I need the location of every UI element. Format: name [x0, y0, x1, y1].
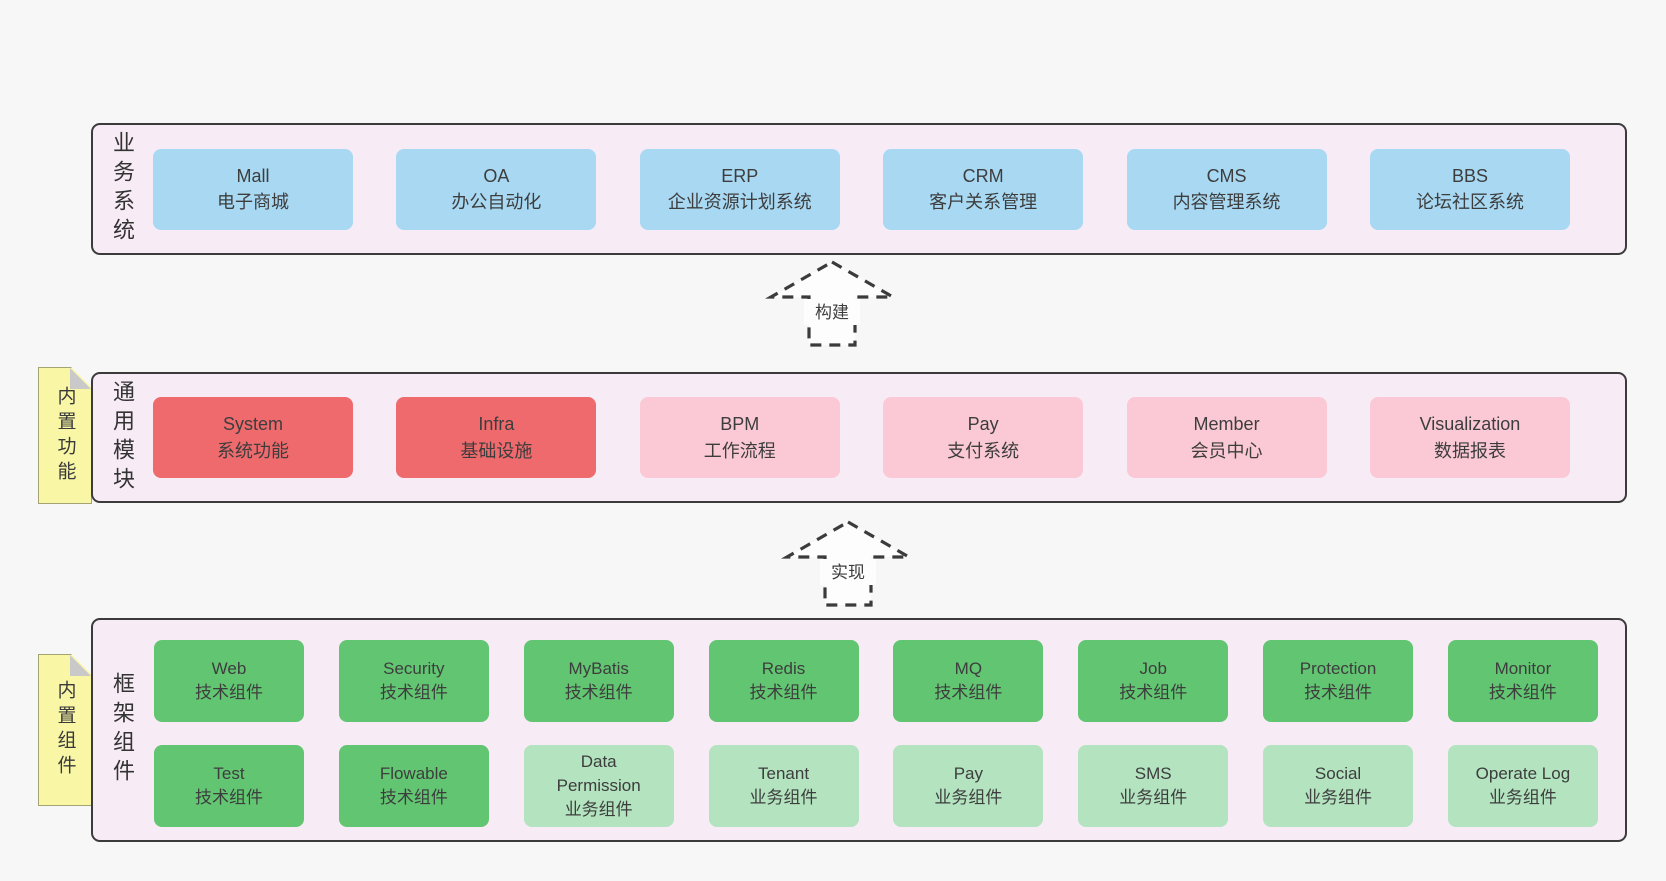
arrow-implement-icon: 实现 [780, 520, 916, 607]
folded-corner-icon [70, 655, 91, 676]
box-pay-component: Pay 业务组件 [893, 745, 1044, 827]
box-oa: OA 办公自动化 [396, 148, 597, 230]
business-boxes-row: Mall 电子商城 OA 办公自动化 ERP 企业资源计划系统 CRM 客户关系… [151, 125, 1625, 253]
box-sms: SMS 业务组件 [1078, 745, 1229, 827]
box-member: Member 会员中心 [1126, 397, 1327, 478]
sticky-note-text: 内置组件 [54, 680, 76, 780]
box-social: Social 业务组件 [1263, 745, 1414, 827]
box-mall: Mall 电子商城 [153, 148, 353, 230]
layer-framework-components: 框架组件 Web 技术组件 Security 技术组件 MyBatis 技术组件… [91, 618, 1627, 842]
sticky-note-builtin-components: 内置组件 [38, 654, 92, 806]
box-cms: CMS 内容管理系统 [1126, 148, 1327, 230]
box-test: Test 技术组件 [154, 745, 304, 827]
folded-corner-icon [70, 368, 91, 389]
box-mybatis: MyBatis 技术组件 [523, 640, 674, 722]
box-data-permission: Data Permission 业务组件 [523, 745, 674, 827]
box-tenant: Tenant 业务组件 [708, 745, 859, 827]
box-monitor: Monitor 技术组件 [1447, 640, 1598, 722]
box-visualization: Visualization 数据报表 [1369, 397, 1570, 478]
layer-label-business: 业务系统 [110, 131, 135, 247]
box-infra: Infra 基础设施 [396, 397, 597, 478]
sticky-note-builtin-features: 内置功能 [38, 367, 92, 504]
box-system: System 系统功能 [153, 397, 353, 478]
box-bpm: BPM 工作流程 [639, 397, 840, 478]
sticky-note-text: 内置功能 [54, 385, 76, 486]
framework-row-1: Web 技术组件 Security 技术组件 MyBatis 技术组件 Redi… [151, 640, 1625, 722]
box-erp: ERP 企业资源计划系统 [639, 148, 840, 230]
box-bbs: BBS 论坛社区系统 [1369, 148, 1570, 230]
arrow-build-label: 构建 [815, 303, 849, 322]
layer-business-systems: 业务系统 Mall 电子商城 OA 办公自动化 ERP 企业资源计划系统 CRM… [91, 123, 1627, 255]
box-crm: CRM 客户关系管理 [883, 148, 1084, 230]
box-flowable: Flowable 技术组件 [338, 745, 489, 827]
box-job: Job 技术组件 [1078, 640, 1229, 722]
layer-label-modules: 通用模块 [110, 379, 135, 496]
arrow-implement-label: 实现 [831, 563, 865, 582]
box-operate-log: Operate Log 业务组件 [1447, 745, 1598, 827]
box-redis: Redis 技术组件 [708, 640, 859, 722]
framework-row-2: Test 技术组件 Flowable 技术组件 Data Permission … [151, 745, 1625, 827]
box-mq: MQ 技术组件 [893, 640, 1044, 722]
box-protection: Protection 技术组件 [1263, 640, 1414, 722]
layer-label-framework: 框架组件 [110, 672, 135, 788]
module-boxes-row: System 系统功能 Infra 基础设施 BPM 工作流程 Pay 支付系统… [151, 374, 1625, 501]
box-web: Web 技术组件 [154, 640, 304, 722]
framework-boxes-rows: Web 技术组件 Security 技术组件 MyBatis 技术组件 Redi… [151, 620, 1625, 840]
arrow-build-icon: 构建 [764, 260, 900, 347]
box-security: Security 技术组件 [338, 640, 489, 722]
layer-common-modules: 通用模块 System 系统功能 Infra 基础设施 BPM 工作流程 Pay… [91, 372, 1627, 503]
box-pay-module: Pay 支付系统 [883, 397, 1084, 478]
